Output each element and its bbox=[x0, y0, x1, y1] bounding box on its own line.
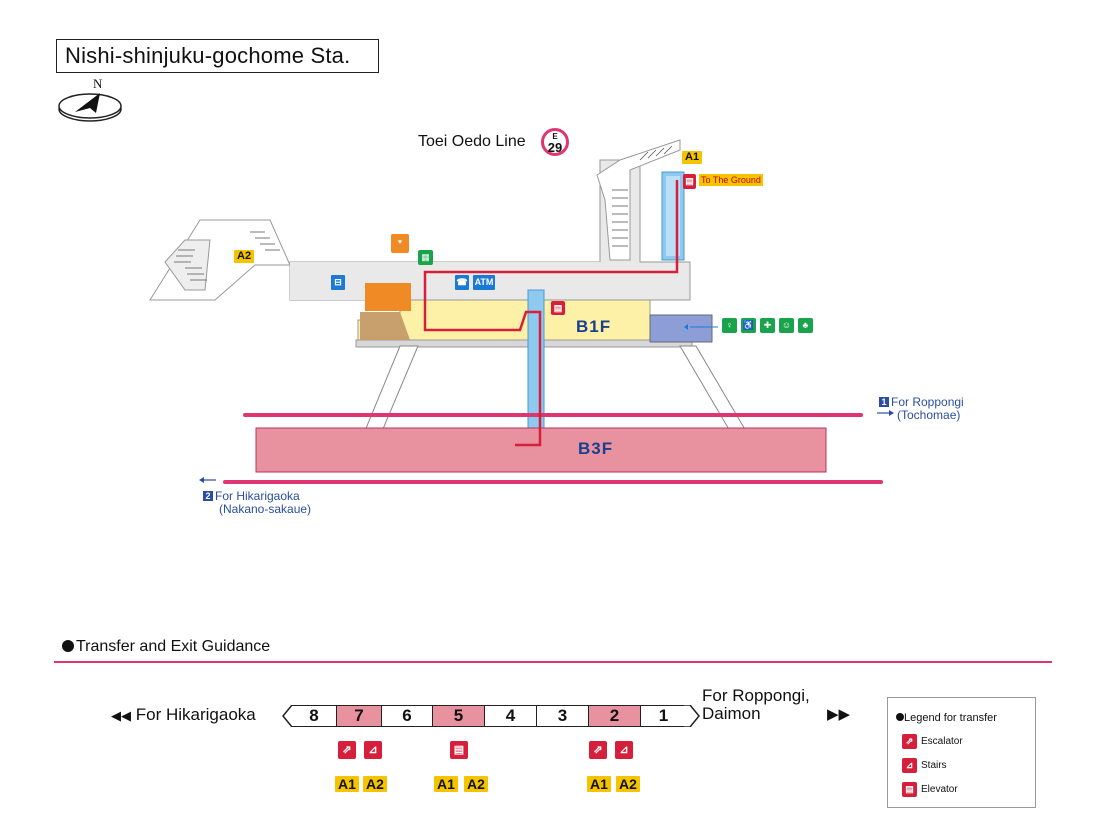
car2-exit-a2: A2 bbox=[616, 776, 640, 792]
car5-exit-a1: A1 bbox=[434, 776, 458, 792]
car5-exit-a2: A2 bbox=[464, 776, 488, 792]
legend-escalator: ⇗ Escalator bbox=[902, 734, 963, 749]
direction-roppongi-sub: (Tochomae) bbox=[897, 408, 961, 422]
car7-exit-a1: A1 bbox=[335, 776, 359, 792]
legend-stairs: ⊿ Stairs bbox=[902, 758, 947, 773]
ostomate-icon: ✚ bbox=[760, 318, 775, 333]
floor-b3f-label: B3F bbox=[578, 439, 614, 458]
car-6: 6 bbox=[382, 705, 433, 727]
car-2: 2 bbox=[589, 705, 641, 727]
legend-title: Legend for transfer bbox=[896, 712, 997, 724]
a1-staircase bbox=[596, 139, 681, 261]
escalator-icon-car7: ⇗ bbox=[338, 741, 356, 759]
exit-a1-label: A1 bbox=[682, 151, 703, 164]
baby-icon: ☺ bbox=[779, 318, 794, 333]
changing-table-icon: ♣ bbox=[798, 318, 813, 333]
compass-icon bbox=[58, 93, 122, 122]
car-3: 3 bbox=[537, 705, 589, 727]
toilet-icon-upper: ⊟ bbox=[331, 275, 345, 290]
direction-hikarigaoka-sub: (Nakano-sakaue) bbox=[219, 502, 312, 516]
legend-stairs-text: Stairs bbox=[921, 760, 947, 772]
direction-2-badge: 2 bbox=[203, 491, 213, 501]
elevator-icon-b1f: ▤ bbox=[551, 301, 565, 315]
car-4: 4 bbox=[485, 705, 537, 727]
compass-north-label: N bbox=[93, 76, 103, 91]
stairs-icon-car2: ⊿ bbox=[615, 741, 633, 759]
phone-icon: ☎ bbox=[455, 275, 469, 290]
bullet-icon bbox=[896, 713, 904, 721]
legend-escalator-text: Escalator bbox=[921, 736, 963, 748]
legend-box: Legend for transfer ⇗ Escalator ⊿ Stairs ▤… bbox=[887, 697, 1036, 808]
section-divider bbox=[54, 661, 1052, 663]
station-map bbox=[149, 139, 894, 484]
line-letter: E bbox=[552, 132, 558, 141]
line-name: Toei Oedo Line bbox=[418, 133, 526, 150]
to-ground-label: To The Ground bbox=[699, 174, 763, 186]
train-left-end-icon bbox=[282, 705, 300, 727]
direction-roppongi-text: For Roppongi bbox=[891, 395, 964, 409]
car-5: 5 bbox=[433, 705, 485, 727]
toilet-icon: ♀ bbox=[722, 318, 737, 333]
train-right-end-icon bbox=[684, 705, 700, 727]
locker-icon: ▦ bbox=[418, 250, 433, 265]
train-direction-right: For Roppongi, Daimon bbox=[702, 687, 810, 723]
legend-elevator: ▤ Elevator bbox=[902, 782, 958, 797]
double-arrow-right-icon: ▶▶ bbox=[827, 706, 851, 723]
guidance-title: Transfer and Exit Guidance bbox=[62, 638, 270, 656]
aed-icon: ♥ bbox=[391, 234, 409, 253]
atm-icon: ATM bbox=[473, 275, 495, 290]
train-direction-right-text-2: Daimon bbox=[702, 704, 761, 723]
wheelchair-icon: ♿ bbox=[741, 318, 756, 333]
line-badge: E 29 bbox=[541, 128, 569, 156]
stairs-icon: ⊿ bbox=[902, 758, 917, 773]
escalator-icon: ⇗ bbox=[902, 734, 917, 749]
car2-exit-a1: A1 bbox=[587, 776, 611, 792]
car-1: 1 bbox=[641, 705, 686, 727]
elevator-icon-a1: ▤ bbox=[683, 174, 696, 189]
direction-1-badge: 1 bbox=[879, 397, 889, 407]
elevator-icon-car5: ▤ bbox=[450, 741, 468, 759]
stairs-icon-car7: ⊿ bbox=[364, 741, 382, 759]
escalator-icon-car2: ⇗ bbox=[589, 741, 607, 759]
train-direction-left: ◀◀ For Hikarigaoka bbox=[111, 705, 256, 725]
direction-hikarigaoka-text: For Hikarigaoka bbox=[215, 489, 300, 503]
exit-a2-label: A2 bbox=[234, 250, 255, 263]
legend-title-text: Legend for transfer bbox=[904, 712, 997, 724]
a2-staircase bbox=[149, 219, 291, 301]
floor-b1f-label: B1F bbox=[576, 317, 612, 336]
station-number: 29 bbox=[547, 140, 563, 155]
double-arrow-left-icon: ◀◀ bbox=[111, 708, 131, 723]
train-direction-right-text-1: For Roppongi, bbox=[702, 686, 810, 705]
legend-elevator-text: Elevator bbox=[921, 784, 958, 796]
car7-exit-a2: A2 bbox=[363, 776, 387, 792]
guidance-title-text: Transfer and Exit Guidance bbox=[76, 638, 271, 655]
car-8: 8 bbox=[292, 705, 337, 727]
elevator-icon: ▤ bbox=[902, 782, 917, 797]
car-7: 7 bbox=[337, 705, 382, 727]
train-direction-left-text: For Hikarigaoka bbox=[135, 705, 256, 724]
station-title: Nishi-shinjuku-gochome Sta. bbox=[56, 39, 379, 73]
bullet-icon bbox=[62, 640, 74, 652]
